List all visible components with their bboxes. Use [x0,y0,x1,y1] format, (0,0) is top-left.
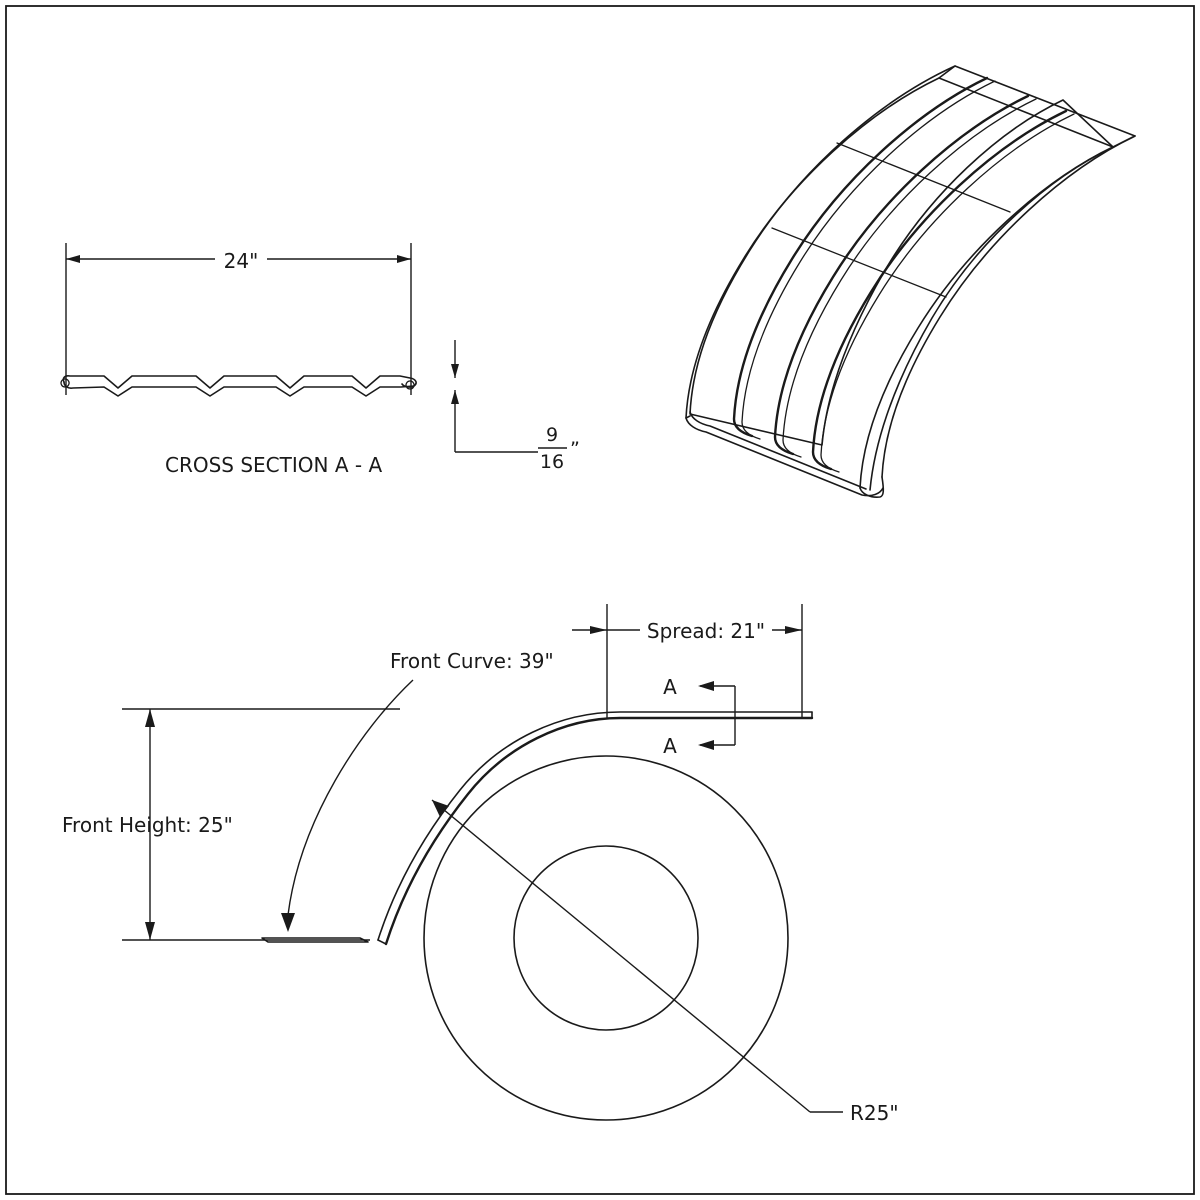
dim-arrow-right [397,255,411,263]
thickness-arrow-bottom [451,390,459,404]
isometric-panel-view [685,65,1136,498]
thickness-unit: ” [570,438,580,460]
section-arrow-bottom [698,740,714,750]
thickness-arrow-top [451,364,459,378]
front-curve-label: Front Curve: 39" [390,649,554,673]
spread-arrow-right [785,626,802,634]
drawing-border [5,5,1195,1195]
thickness-denominator: 16 [540,451,564,473]
front-curve-arrow [281,913,295,932]
thickness-numerator: 9 [546,424,558,446]
dim-arrow-left [66,255,80,263]
radius-label: R25" [850,1101,899,1125]
spread-label: Spread: 21" [647,619,765,643]
profile-side-view: Spread: 21" Front Curve: 39" Front Heigh… [62,604,899,1125]
radius-outer-circle [423,755,789,1121]
front-height-arrow-bottom [145,922,155,940]
radius-arrow [432,800,449,817]
spread-arrow-left [590,626,607,634]
section-arrow-top [698,681,714,691]
front-height-arrow-top [145,709,155,727]
section-mark-bottom: A [663,734,677,758]
cross-section-width-label: 24" [224,249,259,273]
radius-inner-circle [513,845,699,1031]
cross-section-view: 24" 9 16 ” CROSS SECTION A - A [60,243,580,477]
section-mark-top: A [663,675,677,699]
cross-section-caption: CROSS SECTION A - A [165,453,382,477]
front-height-label: Front Height: 25" [62,813,233,837]
